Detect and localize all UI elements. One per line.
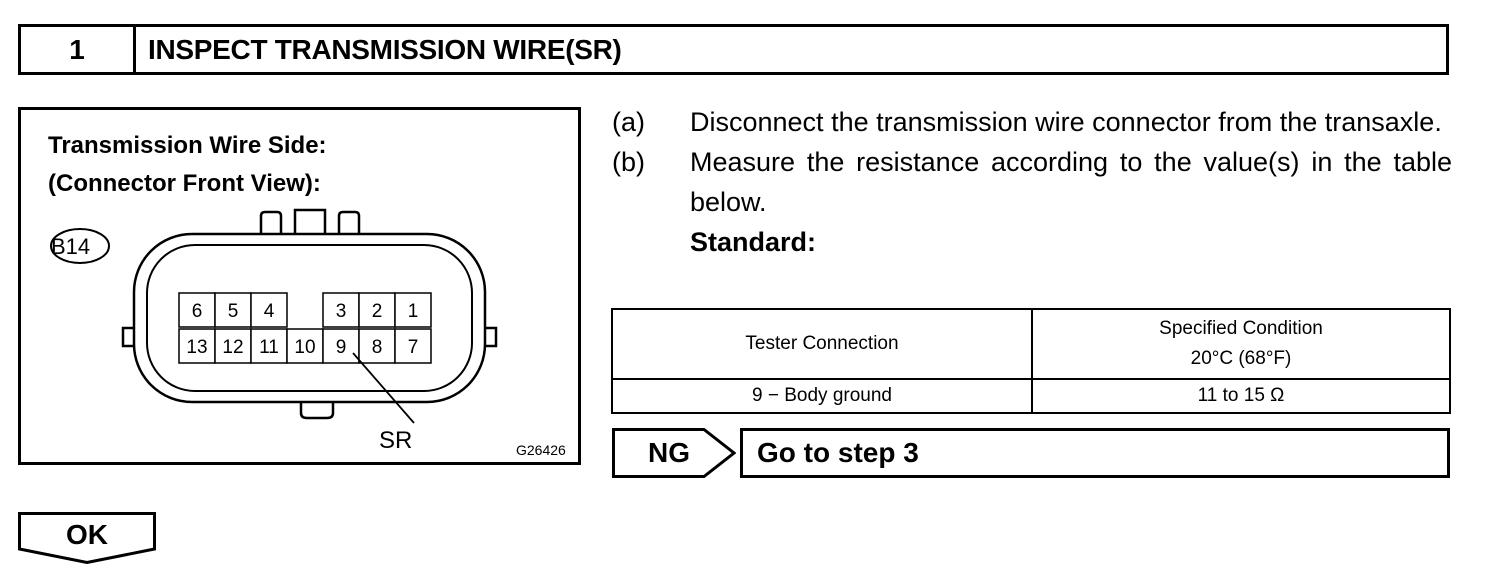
sr-pointer-line: [352, 352, 415, 424]
pin-number: 12: [222, 337, 243, 358]
connector-housing-inner: [146, 244, 473, 392]
cell-condition: 11 to 15 Ω: [1031, 378, 1451, 414]
latch-tab-left: [259, 210, 283, 234]
cell-connection: 9 − Body ground: [611, 378, 1033, 414]
connector-drawing: 6 5 4 3 2 1 13 12 11 10 9 8 7: [50, 208, 498, 424]
ng-arrow-shape: [612, 428, 737, 478]
diagram-title-line1: Transmission Wire Side:: [48, 132, 327, 159]
pin-number: 4: [264, 301, 275, 322]
connector-diagram: 6 5 4 3 2 1 13 12 11 10 9 8 7 Transmission Wire Side…: [18, 107, 581, 465]
pin-number: 7: [408, 337, 419, 358]
table-header-row: Tester Connection Specified Condition 20…: [611, 308, 1451, 380]
ok-branch-box: OK: [18, 512, 156, 565]
diagram-title: Transmission Wire Side: (Connector Front…: [48, 127, 327, 203]
pin-number: 2: [372, 301, 383, 322]
step-title: INSPECT TRANSMISSION WIRE(SR): [148, 33, 622, 65]
bottom-key: [299, 399, 335, 420]
pin-cavity: [214, 292, 252, 328]
pin-cavity: [358, 292, 396, 328]
pin-cavity: [214, 328, 252, 364]
header-condition-line2: 20°C (68°F): [1190, 348, 1292, 369]
pin-number: 9: [336, 337, 347, 358]
ok-label: OK: [66, 519, 108, 550]
standard-label: Standard:: [690, 227, 817, 257]
pin-cavity: [322, 292, 360, 328]
latch-tab-center: [293, 208, 327, 234]
pin-number: 6: [192, 301, 203, 322]
latch-tab-right: [337, 210, 361, 234]
diagram-title-line2: (Connector Front View):: [48, 170, 321, 197]
instruction-b: (b) Measure the resistance according to …: [612, 142, 1452, 222]
pin-cavity: [394, 328, 432, 364]
pin-number: 11: [259, 337, 279, 358]
pin-cavity: [286, 328, 324, 364]
header-specified-condition: Specified Condition 20°C (68°F): [1031, 308, 1451, 380]
instruction-text: Disconnect the transmission wire connect…: [690, 107, 1442, 137]
pin-number: 10: [294, 337, 315, 358]
ng-branch-box: NG: [612, 428, 737, 478]
pin-number: 8: [372, 337, 383, 358]
pin-cavity: [250, 328, 288, 364]
step-number: 1: [21, 27, 136, 72]
goto-step-box: Go to step 3: [740, 428, 1450, 478]
instructions: (a) Disconnect the transmission wire con…: [612, 102, 1452, 262]
pin-number: 3: [336, 301, 347, 322]
instruction-a: (a) Disconnect the transmission wire con…: [612, 102, 1452, 142]
pin-number: 5: [228, 301, 239, 322]
pin-cavity: [394, 292, 432, 328]
header-tester-connection: Tester Connection: [611, 308, 1033, 380]
ok-arrow-shape: [18, 512, 156, 565]
instruction-key: (a): [612, 107, 645, 137]
pin-cavity: [178, 328, 216, 364]
ng-label: NG: [648, 437, 690, 468]
connector-id-circle: [50, 228, 110, 264]
pin-number: 1: [408, 301, 419, 322]
instruction-text: Measure the resistance according to the …: [690, 147, 1452, 217]
pin-number: 13: [186, 337, 207, 358]
instruction-key: (b): [612, 147, 645, 177]
connector-id-label: B14: [51, 234, 91, 259]
figure-code: G26426: [516, 442, 566, 458]
pin-grid: 6 5 4 3 2 1 13 12 11 10 9 8 7: [178, 292, 432, 364]
sr-label: SR: [379, 427, 413, 454]
step-header: 1 INSPECT TRANSMISSION WIRE(SR): [18, 24, 1449, 75]
header-condition-line1: Specified Condition: [1159, 318, 1323, 339]
spec-table: Tester Connection Specified Condition 20…: [611, 308, 1451, 414]
table-row: 9 − Body ground 11 to 15 Ω: [611, 378, 1451, 414]
pin-cavity: [322, 328, 360, 364]
pin-cavity: [178, 292, 216, 328]
pin-cavity: [250, 292, 288, 328]
